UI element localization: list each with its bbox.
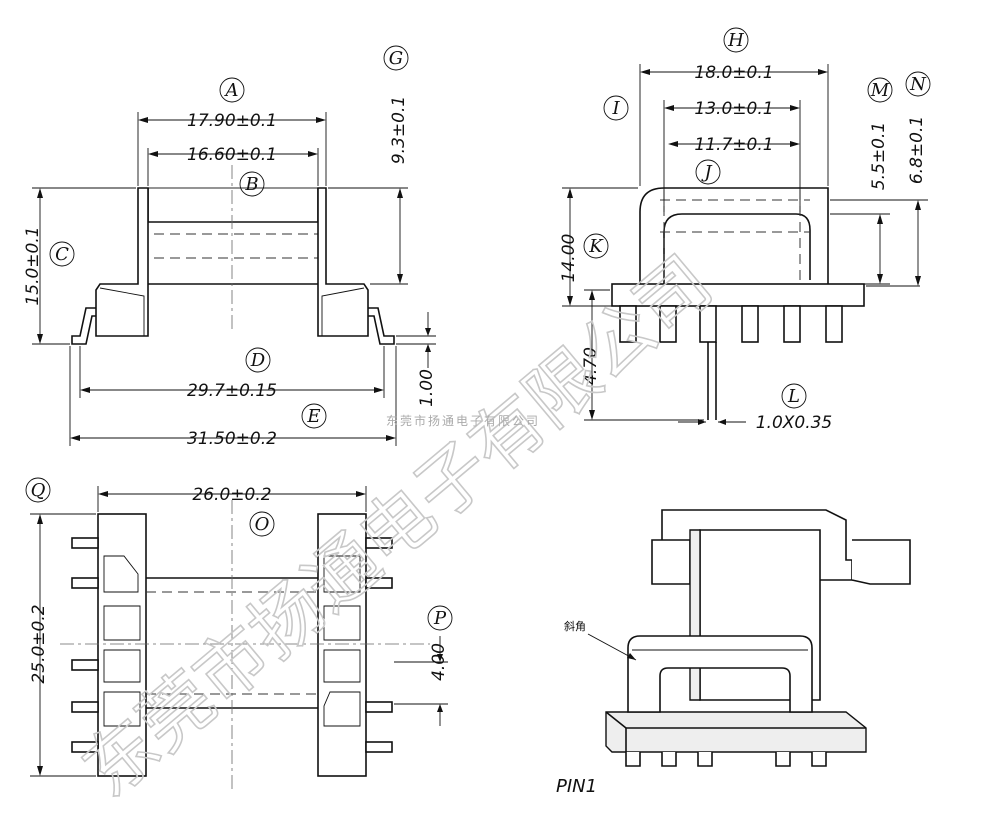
bottom-pins-right [365, 537, 393, 753]
iso-front-flange [627, 635, 813, 713]
dim-K: 14.00 [559, 234, 579, 283]
label-P: P [433, 608, 447, 629]
dim-C: 15.0±0.1 [23, 226, 43, 305]
dim-N: 6.8±0.1 [907, 116, 927, 184]
side-pins [619, 305, 843, 420]
dim-B: 16.60±0.1 [187, 145, 277, 165]
label-I: I [611, 98, 620, 119]
side-view: 18.0±0.1 H 13.0±0.1 I 11.7±0.1 J 14.00 K… [559, 27, 931, 433]
label-O: O [255, 514, 270, 535]
label-A: A [224, 80, 239, 101]
label-B: B [244, 174, 258, 195]
dim-G: 9.3±0.1 [389, 96, 409, 164]
dim-J: 11.7±0.1 [694, 135, 773, 155]
label-M: M [870, 80, 890, 101]
bottom-right-rail [317, 513, 367, 777]
label-E: E [306, 406, 320, 427]
label-H: H [727, 30, 744, 51]
label-N: N [909, 74, 927, 95]
bottom-left-rail [97, 513, 147, 777]
bevel-note: 斜角 [564, 620, 586, 633]
dim-E: 31.50±0.2 [187, 429, 277, 449]
iso-base [605, 711, 867, 753]
pin1-label: PIN1 [556, 776, 597, 797]
right-flange [317, 187, 369, 337]
label-K: K [588, 236, 604, 257]
dim-O: 26.0±0.2 [192, 485, 271, 505]
front-view: 17.90±0.1 A 16.60±0.1 B 15.0±0.1 C 9.3±0… [23, 45, 437, 449]
iso-pins [625, 752, 827, 767]
label-J: J [700, 162, 713, 183]
left-pin [71, 307, 96, 345]
dim-P: 4.00 [429, 643, 449, 681]
left-flange [95, 187, 149, 337]
dim-step: 1.00 [417, 369, 437, 407]
bottom-pins-left [71, 537, 99, 753]
dim-H: 18.0±0.1 [694, 63, 773, 83]
dim-I: 13.0±0.1 [694, 99, 773, 119]
dim-D: 29.7±0.15 [187, 381, 277, 401]
dim-M: 5.5±0.1 [869, 122, 889, 190]
label-G: G [389, 48, 403, 69]
dim-A: 17.90±0.1 [187, 111, 277, 131]
label-D: D [250, 350, 266, 371]
label-Q: Q [31, 480, 46, 501]
label-C: C [55, 244, 69, 265]
bottom-view: 26.0±0.2 O 25.0±0.2 Q 4.00 P [25, 477, 453, 790]
dim-L: 1.0X0.35 [756, 413, 833, 433]
watermark-small: 东莞市扬通电子有限公司 [386, 413, 540, 428]
dim-Q: 25.0±0.2 [29, 604, 49, 683]
right-pin [368, 307, 395, 345]
dim-pin-length: 4.70 [581, 347, 601, 385]
isometric-view: 斜角 PIN1 [556, 509, 911, 797]
label-L: L [787, 386, 800, 407]
